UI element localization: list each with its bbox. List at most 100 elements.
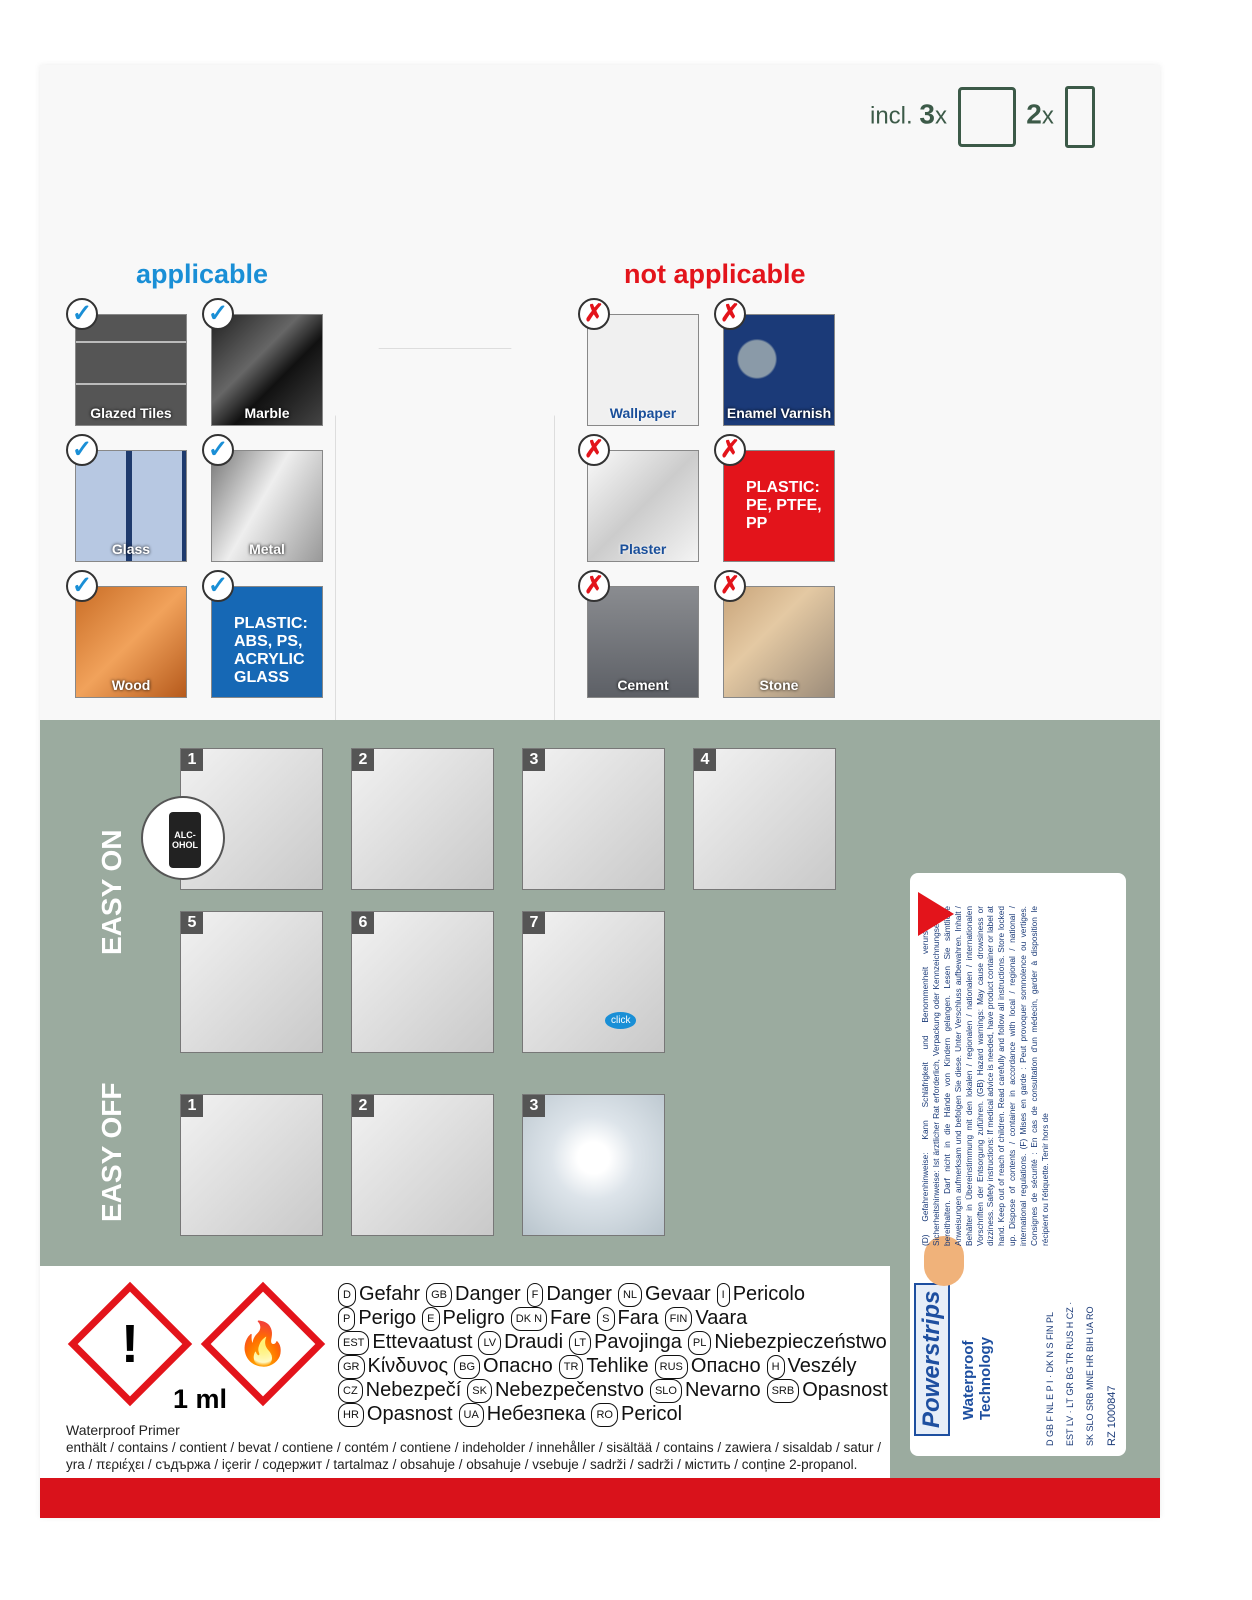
brand-logo: Powerstrips bbox=[914, 1282, 950, 1436]
easy-on-step-2: 2 bbox=[351, 748, 494, 890]
tile-label: Glass bbox=[111, 541, 151, 557]
hook-outline bbox=[335, 348, 555, 728]
easy-on-step-5: 5 bbox=[180, 911, 323, 1053]
step-number: 1 bbox=[181, 749, 203, 771]
country-code-badge: UA bbox=[458, 1403, 484, 1427]
country-code-badge: RO bbox=[591, 1403, 618, 1427]
cross-icon: ✗ bbox=[714, 434, 746, 466]
tile-metal: Metal bbox=[211, 450, 323, 562]
tile-plaster: Plaster bbox=[587, 450, 699, 562]
danger-word: Pericol bbox=[620, 1403, 683, 1425]
country-code-badge: SLO bbox=[649, 1379, 682, 1403]
easy-on-step-3: 3 bbox=[522, 748, 665, 890]
step-number: 6 bbox=[352, 912, 374, 934]
danger-word: Pavojinga bbox=[594, 1331, 682, 1353]
country-code-badge: DK N bbox=[510, 1307, 548, 1331]
danger-word: Perigo bbox=[358, 1307, 417, 1329]
click-burst: click bbox=[605, 1012, 637, 1029]
cross-icon: ✗ bbox=[578, 570, 610, 602]
tile-label: Plaster bbox=[619, 541, 667, 557]
red-arrow-logo bbox=[918, 892, 954, 936]
easy-off-step-3: 3 bbox=[522, 1094, 665, 1236]
step-number: 3 bbox=[523, 1095, 545, 1117]
danger-word: Κίνδυνος bbox=[367, 1355, 449, 1377]
count-b: 2 bbox=[1026, 98, 1042, 130]
volume: 1 ml bbox=[173, 1384, 228, 1414]
country-code-badge: E bbox=[422, 1307, 440, 1331]
check-icon: ✓ bbox=[66, 434, 98, 466]
check-icon: ✓ bbox=[202, 434, 234, 466]
step-number: 5 bbox=[181, 912, 203, 934]
danger-word: Peligro bbox=[442, 1307, 505, 1329]
danger-word: Vaara bbox=[695, 1307, 748, 1329]
danger-word: Fara bbox=[617, 1307, 659, 1329]
country-code-badge: EST bbox=[338, 1331, 370, 1355]
x-a: x bbox=[934, 102, 947, 130]
hook-icon bbox=[957, 87, 1016, 147]
cross-icon: ✗ bbox=[714, 298, 746, 330]
danger-word: Опасно bbox=[483, 1355, 553, 1377]
tile-glazed-tiles: Glazed Tiles bbox=[75, 314, 187, 426]
country-code-badge: S bbox=[597, 1307, 615, 1331]
country-code-badge: GR bbox=[338, 1355, 365, 1379]
included-items: incl. 3x 2x bbox=[870, 86, 1095, 148]
danger-word: Veszély bbox=[787, 1355, 857, 1377]
danger-word: Опасно bbox=[690, 1355, 761, 1377]
danger-word: Danger bbox=[546, 1283, 612, 1305]
safety-text: (D) Gefahrenhinweise: Kann Schläfrigkeit… bbox=[920, 906, 1050, 1246]
tile-label: Stone bbox=[759, 677, 799, 693]
tile-wood: Wood bbox=[75, 586, 187, 698]
danger-word: Niebezpieczeństwo bbox=[714, 1331, 887, 1353]
step-number: 2 bbox=[352, 1095, 374, 1117]
step-number: 4 bbox=[694, 749, 716, 771]
tile-label: PLASTIC: PE, PTFE, PP bbox=[746, 479, 822, 532]
easy-off-label: EASY OFF bbox=[96, 1082, 127, 1222]
check-icon: ✓ bbox=[202, 570, 234, 602]
alcohol-label: ALC-OHOL bbox=[169, 812, 201, 868]
danger-word: Fare bbox=[550, 1307, 592, 1329]
danger-word: Danger bbox=[455, 1283, 521, 1305]
tile-label: Wallpaper bbox=[609, 405, 677, 421]
tile-marble: Marble bbox=[211, 314, 323, 426]
card-rotated-content: RZ 1000847 D GB F NL E P I · DK N S FIN … bbox=[910, 873, 1126, 1456]
danger-word: Ettevaatust bbox=[372, 1331, 473, 1353]
incl-label: incl. bbox=[870, 102, 913, 130]
red-band bbox=[40, 1478, 1160, 1518]
danger-word: Nebezpečí bbox=[365, 1379, 462, 1401]
check-icon: ✓ bbox=[66, 570, 98, 602]
danger-word: Nevarno bbox=[684, 1379, 761, 1401]
x-b: x bbox=[1041, 102, 1054, 130]
danger-word: Nebezpečenstvo bbox=[494, 1379, 644, 1401]
strip-icon bbox=[1064, 86, 1095, 148]
ref-number: RZ 1000847 bbox=[1106, 1385, 1118, 1446]
country-code-badge: LV bbox=[478, 1331, 502, 1355]
country-code-badge: I bbox=[716, 1283, 730, 1307]
check-icon: ✓ bbox=[202, 298, 234, 330]
country-code-badge: H bbox=[766, 1355, 785, 1379]
count-a: 3 bbox=[919, 98, 935, 130]
hazard-panel bbox=[40, 1266, 890, 1478]
tile-wallpaper: Wallpaper bbox=[587, 314, 699, 426]
easy-on-step-6: 6 bbox=[351, 911, 494, 1053]
tile-plastic-pe: PLASTIC: PE, PTFE, PP bbox=[723, 450, 835, 562]
danger-word: Gevaar bbox=[645, 1283, 711, 1305]
safety-label-card: RZ 1000847 D GB F NL E P I · DK N S FIN … bbox=[910, 873, 1126, 1456]
step-number: 1 bbox=[181, 1095, 203, 1117]
country-code-badge: HR bbox=[338, 1403, 364, 1427]
cross-icon: ✗ bbox=[578, 434, 610, 466]
country-code-badge: TR bbox=[558, 1355, 584, 1379]
tile-label: Glazed Tiles bbox=[90, 405, 172, 421]
country-code-badge: CZ bbox=[338, 1379, 363, 1403]
tile-enamel-varnish: Enamel Varnish bbox=[723, 314, 835, 426]
applicable-title: applicable bbox=[136, 259, 269, 289]
country-code-badge: RUS bbox=[654, 1355, 688, 1379]
tile-label: Cement bbox=[617, 677, 669, 693]
tile-label: Marble bbox=[244, 405, 290, 421]
country-code-badge: D bbox=[338, 1283, 356, 1307]
country-code-badge: FIN bbox=[664, 1307, 693, 1331]
